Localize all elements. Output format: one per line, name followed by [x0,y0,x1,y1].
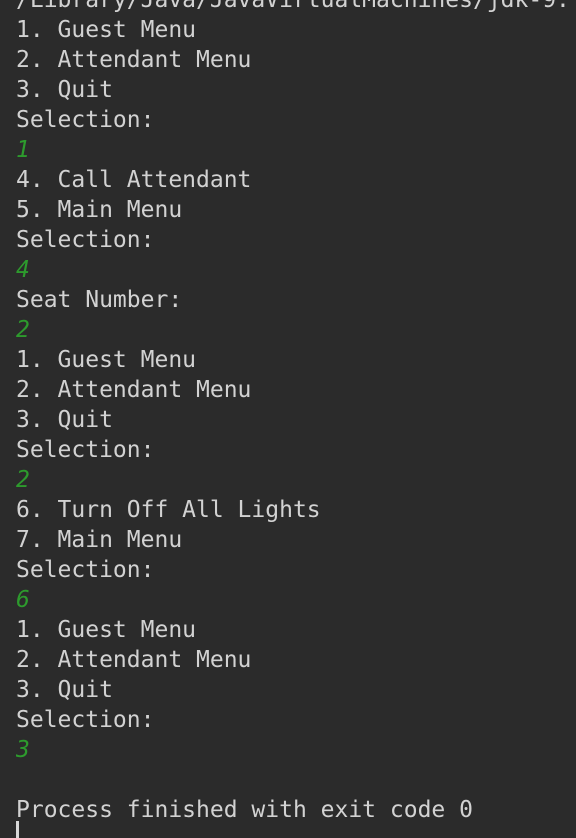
selection-prompt: Selection: [16,557,155,583]
console-line: 3. Quit [16,77,113,103]
selection-prompt: Selection: [16,107,155,133]
console-line: 1. Guest Menu [16,17,197,43]
command-path-line: /Library/Java/JavaVirtualMachines/jdk-9. [16,0,570,13]
console-line: 5. Main Menu [16,197,183,223]
user-input-line: 1 [16,137,30,163]
console-line: 6. Turn Off All Lights [16,497,321,523]
selection-prompt: Selection: [16,227,155,253]
exit-status-line: Process finished with exit code 0 [16,797,473,823]
selection-prompt: Selection: [16,437,155,463]
user-input-line: 3 [16,737,30,763]
console-output[interactable]: /Library/Java/JavaVirtualMachines/jdk-9.… [16,0,576,825]
user-input-line: 2 [16,317,30,343]
console-line: 2. Attendant Menu [16,47,252,73]
console-line: 2. Attendant Menu [16,647,252,673]
user-input-line: 6 [16,587,30,613]
console-line: 1. Guest Menu [16,347,197,373]
console-line: 1. Guest Menu [16,617,197,643]
user-input-line: 4 [16,257,30,283]
console-line: 2. Attendant Menu [16,377,252,403]
selection-prompt: Selection: [16,707,155,733]
console-line: 3. Quit [16,677,113,703]
text-cursor [16,821,19,838]
user-input-line: 2 [16,467,30,493]
seat-number-prompt: Seat Number: [16,287,183,313]
console-line: 4. Call Attendant [16,167,252,193]
console-line: 7. Main Menu [16,527,183,553]
console-line: 3. Quit [16,407,113,433]
blank-line [16,765,576,795]
